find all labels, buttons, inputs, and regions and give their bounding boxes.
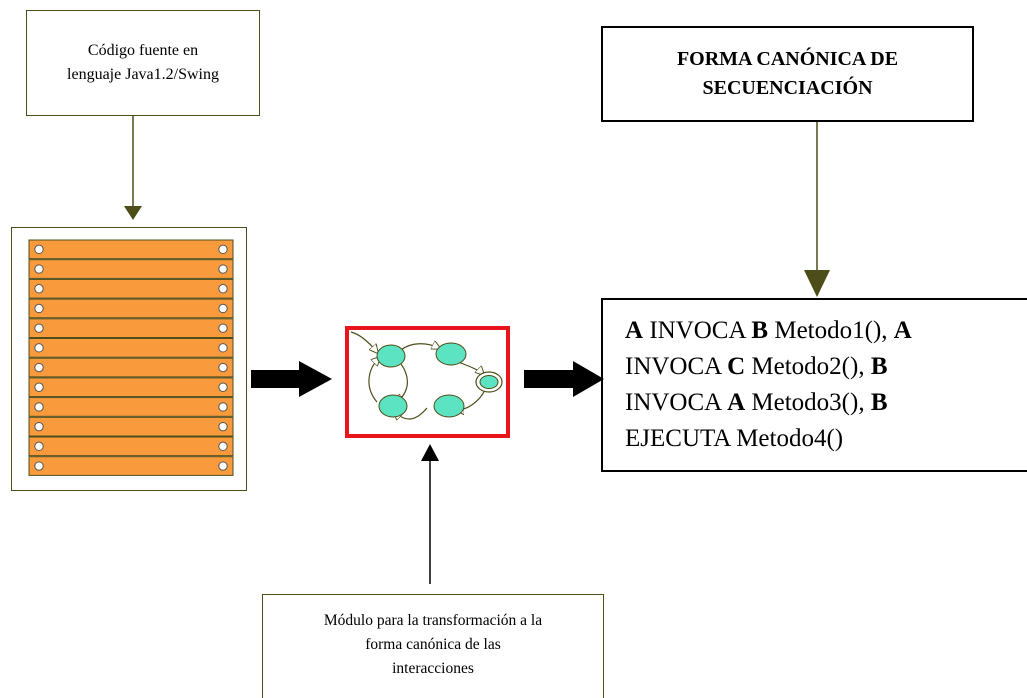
- canonical-form-title-box: FORMA CANÓNICA DE SECUENCIACIÓN: [601, 26, 974, 122]
- row-hole-left: [34, 402, 44, 412]
- seq-entity: A: [625, 317, 644, 344]
- sequence-line-1: A INVOCA B Metodo1(), A: [625, 313, 1027, 349]
- graph-edge-3: [368, 358, 379, 403]
- row-hole-right: [218, 244, 228, 255]
- seq-entity: B: [870, 353, 888, 380]
- row-hole-right: [218, 441, 228, 452]
- arrow-head-forma-down: [804, 270, 830, 297]
- row-hole-left: [34, 441, 44, 452]
- row-hole-right: [218, 362, 228, 373]
- row-hole-right: [218, 284, 228, 294]
- row-hole-left: [34, 264, 44, 274]
- row-hole-right: [218, 343, 228, 353]
- code-listing-panel: [11, 227, 247, 491]
- source-code-label-box: Código fuente en lenguaje Java1.2/Swing: [26, 10, 260, 116]
- source-code-label-line2: lenguaje Java1.2/Swing: [67, 66, 219, 83]
- seq-entity: B: [870, 389, 888, 416]
- code-listing-row: [28, 456, 234, 476]
- graph-edge-entry: [350, 331, 377, 352]
- seq-entity: A: [727, 389, 746, 416]
- row-hole-left: [34, 284, 44, 294]
- interaction-graph: [350, 331, 503, 434]
- graph-node-1: [376, 344, 406, 368]
- code-listing-row: [28, 357, 234, 378]
- row-hole-left: [34, 303, 44, 314]
- code-listing-row: [28, 298, 234, 319]
- row-hole-right: [218, 402, 228, 412]
- transformation-module-label-box: Módulo para la transformación a la forma…: [262, 594, 604, 698]
- module-label-line1: Módulo para la transformación a la: [323, 612, 543, 629]
- row-hole-right: [218, 382, 228, 392]
- seq-text: Metodo1(),: [768, 317, 894, 344]
- code-listing-rows: [28, 239, 234, 476]
- row-hole-right: [218, 323, 228, 333]
- sequence-line-3: INVOCA A Metodo3(), B: [625, 385, 1027, 421]
- code-listing-row: [28, 338, 234, 358]
- code-listing-row: [28, 259, 234, 279]
- code-listing-row: [28, 416, 234, 437]
- row-hole-left: [34, 362, 44, 373]
- seq-text: Metodo2(),: [745, 353, 871, 380]
- sequence-line-2: INVOCA C Metodo2(), B: [625, 349, 1027, 385]
- module-label-line2: forma canónica de las: [365, 636, 501, 653]
- row-hole-left: [34, 461, 44, 471]
- seq-text: Metodo3(),: [745, 389, 871, 416]
- sequence-line-4: EJECUTA Metodo4(): [625, 421, 1027, 457]
- row-hole-right: [218, 421, 228, 432]
- seq-entity: C: [727, 353, 746, 380]
- code-listing-row: [28, 436, 234, 457]
- row-hole-left: [34, 382, 44, 392]
- arrow-head-source-down: [124, 206, 142, 220]
- row-hole-right: [218, 303, 228, 314]
- code-listing-row: [28, 377, 234, 398]
- module-label-line3: interacciones: [392, 660, 474, 677]
- row-hole-left: [34, 421, 44, 432]
- graph-edge-1: [400, 344, 439, 351]
- source-code-label-line1: Código fuente en: [87, 42, 199, 59]
- graph-final-node-inner: [479, 375, 499, 389]
- graph-node-2: [435, 342, 467, 366]
- thick-arrow-to-sequence: [524, 361, 604, 397]
- thick-arrow-to-graph: [251, 361, 332, 397]
- seq-entity: B: [751, 317, 769, 344]
- code-listing-row: [28, 239, 234, 260]
- seq-text: INVOCA: [625, 353, 728, 380]
- graph-node-3: [378, 394, 408, 418]
- row-hole-right: [218, 461, 228, 471]
- code-listing-row: [28, 318, 234, 339]
- canonical-sequence-box: A INVOCA B Metodo1(), A INVOCA C Metodo2…: [601, 298, 1027, 472]
- arrow-head-module-up: [421, 444, 439, 461]
- row-hole-left: [34, 323, 44, 333]
- seq-text: INVOCA: [643, 317, 752, 344]
- seq-text: EJECUTA Metodo4(): [625, 425, 844, 452]
- canonical-form-title-line1: FORMA CANÓNICA DE: [676, 48, 899, 70]
- graph-node-4: [433, 394, 465, 418]
- seq-text: INVOCA: [625, 389, 728, 416]
- row-hole-right: [218, 264, 228, 274]
- seq-entity: A: [893, 317, 912, 344]
- row-hole-left: [34, 244, 44, 255]
- canonical-form-title-line2: SECUENCIACIÓN: [702, 77, 873, 99]
- code-listing-row: [28, 278, 234, 299]
- code-listing-row: [28, 397, 234, 417]
- interaction-graph-box: [345, 326, 510, 438]
- row-hole-left: [34, 343, 44, 353]
